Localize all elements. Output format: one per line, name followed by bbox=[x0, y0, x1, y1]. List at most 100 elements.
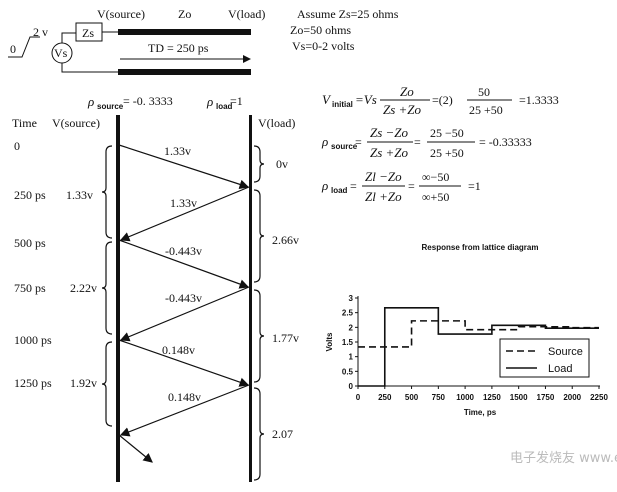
time-250: 250 ps bbox=[14, 188, 46, 202]
legend-load: Load bbox=[548, 363, 572, 375]
eq-denominator: ∞+50 bbox=[422, 190, 449, 204]
x-tick-label: 500 bbox=[405, 393, 419, 402]
load-line bbox=[249, 115, 252, 482]
load-brace-4 bbox=[253, 387, 265, 481]
eq-denominator: 25 +50 bbox=[430, 146, 464, 160]
time-500: 500 ps bbox=[14, 236, 46, 250]
source-voltage-3: 1.92v bbox=[70, 376, 97, 390]
rho-source-sub: source bbox=[97, 102, 124, 111]
rho-load-sub: load bbox=[216, 102, 233, 111]
wave-arrow-2 bbox=[119, 186, 250, 242]
x-tick-label: 1000 bbox=[456, 393, 474, 402]
time-1250: 1250 ps bbox=[14, 376, 52, 390]
source-header: V(source) bbox=[52, 116, 100, 130]
equation-v-initial: V initial =Vs Zo Zs +Zo =(2) 50 25 +50 =… bbox=[322, 84, 559, 117]
y-tick-label: 1 bbox=[349, 353, 354, 362]
x-tick-label: 1750 bbox=[537, 393, 555, 402]
wave-label-5: 0.148v bbox=[162, 343, 195, 357]
eq-denominator: Zl +Zo bbox=[365, 189, 402, 204]
eq-part: =(2) bbox=[432, 93, 453, 107]
wave-arrow-7 bbox=[118, 434, 153, 463]
series-load-line bbox=[358, 306, 599, 387]
equation-rho-load: ρ load = Zl −Zo Zl +Zo = ∞−50 ∞+50 =1 bbox=[321, 169, 481, 204]
load-voltage-1: 0v bbox=[276, 157, 288, 171]
eq-denominator: Zs +Zo bbox=[370, 145, 409, 160]
eq-numerator: 25 −50 bbox=[430, 126, 464, 140]
assumption-zs: Assume Zs=25 ohms bbox=[297, 7, 399, 21]
zs-label: Zs bbox=[82, 26, 94, 40]
source-line bbox=[116, 115, 120, 482]
wave-label-4: -0.443v bbox=[165, 291, 202, 305]
transmission-line-bottom bbox=[118, 69, 251, 75]
eq-result: =1.3333 bbox=[519, 93, 559, 107]
v-load-label: V(load) bbox=[228, 7, 265, 21]
eq-lhs-sub: source bbox=[331, 142, 358, 151]
wave-arrow-5 bbox=[118, 339, 250, 387]
eq-lhs-sub: initial bbox=[332, 100, 353, 109]
svg-text:=: = bbox=[350, 179, 357, 193]
chart-title: Response from lattice diagram bbox=[422, 243, 539, 252]
load-voltage-4: 2.07 bbox=[272, 427, 293, 441]
eq-part: =Vs bbox=[355, 92, 377, 107]
source-voltage-1: 1.33v bbox=[66, 188, 93, 202]
wave-arrow-3 bbox=[118, 239, 250, 289]
v-source-label: V(source) bbox=[97, 7, 145, 21]
eq-lhs: ρ bbox=[321, 134, 328, 149]
step-waveform bbox=[8, 36, 40, 58]
eq-lhs: ρ bbox=[321, 178, 328, 193]
x-tick-label: 1500 bbox=[510, 393, 528, 402]
time-750: 750 ps bbox=[14, 281, 46, 295]
source-brace-1 bbox=[101, 145, 113, 239]
eq-lhs-sub: load bbox=[331, 186, 348, 195]
circuit-schematic: 0 2 v Vs Zs TD = 250 ps V(source) Zo V(l… bbox=[8, 7, 399, 75]
rho-load-symbol: ρ bbox=[206, 94, 213, 109]
assumption-zo: Zo=50 ohms bbox=[290, 23, 351, 37]
source-voltage-2: 2.22v bbox=[70, 281, 97, 295]
y-tick-label: 2.5 bbox=[342, 309, 354, 318]
wave-arrow-1 bbox=[118, 144, 250, 189]
load-brace-2 bbox=[253, 189, 265, 283]
time-1000: 1000 ps bbox=[14, 333, 52, 347]
watermark: 电子发烧友 www.elecfans.com bbox=[510, 450, 617, 466]
eq-numerator: Zo bbox=[400, 84, 414, 99]
load-header: V(load) bbox=[258, 116, 295, 130]
eq-denominator: Zs +Zo bbox=[383, 102, 422, 117]
response-chart: Response from lattice diagram Time, ps V… bbox=[325, 243, 608, 417]
wave-label-6: 0.148v bbox=[168, 390, 201, 404]
wave-arrow-4 bbox=[119, 286, 250, 342]
wave-arrow-6 bbox=[119, 384, 250, 437]
load-brace-3 bbox=[253, 289, 265, 383]
transmission-line-top bbox=[118, 29, 251, 35]
chart-legend: Source Load bbox=[499, 338, 590, 378]
svg-text:=: = bbox=[414, 135, 421, 149]
eq-lhs: V bbox=[322, 92, 332, 107]
time-header: Time bbox=[12, 116, 37, 130]
eq-result: =1 bbox=[468, 179, 481, 193]
chart-xlabel: Time, ps bbox=[464, 408, 497, 417]
legend-source: Source bbox=[548, 346, 583, 358]
y-tick-label: 0 bbox=[349, 382, 354, 391]
x-tick-label: 2000 bbox=[563, 393, 581, 402]
eq-numerator: ∞−50 bbox=[422, 170, 449, 184]
eq-result: = -0.33333 bbox=[479, 135, 532, 149]
source-brace-2 bbox=[101, 241, 113, 335]
x-tick-label: 1250 bbox=[483, 393, 501, 402]
vs-label: Vs bbox=[54, 46, 68, 60]
x-tick-label: 750 bbox=[432, 393, 446, 402]
time-0: 0 bbox=[14, 139, 20, 153]
eq-numerator: Zl −Zo bbox=[365, 169, 402, 184]
step-high-label: 2 v bbox=[33, 25, 48, 39]
rho-source-symbol: ρ bbox=[87, 94, 94, 109]
x-tick-label: 0 bbox=[356, 393, 361, 402]
equation-rho-source: ρ source = Zs −Zo Zs +Zo = 25 −50 25 +50… bbox=[321, 125, 532, 160]
step-low-label: 0 bbox=[10, 42, 16, 56]
load-brace-1 bbox=[253, 145, 265, 183]
x-tick-label: 250 bbox=[378, 393, 392, 402]
rho-source-value: = -0. 3333 bbox=[123, 94, 173, 108]
y-tick-label: 0.5 bbox=[342, 367, 354, 376]
wave-label-1: 1.33v bbox=[164, 144, 191, 158]
x-tick-label: 2250 bbox=[590, 393, 608, 402]
bounce-lattice: ρ source = -0. 3333 ρ load =1 Time V(sou… bbox=[12, 94, 299, 482]
y-tick-label: 2 bbox=[349, 323, 354, 332]
